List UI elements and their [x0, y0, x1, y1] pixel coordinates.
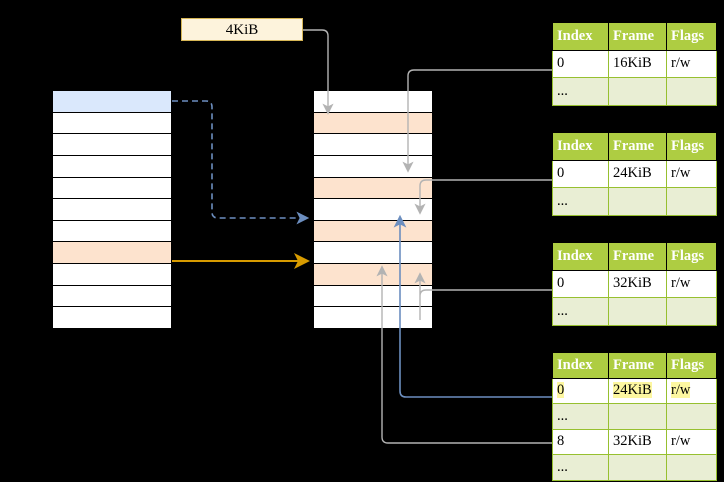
- virtual-page-row-0: [52, 90, 172, 114]
- physical-frame-row-8: [313, 263, 433, 287]
- page-table-4-row-0: 0 24KiB r/w: [552, 377, 717, 404]
- page-table-3-r1-c1: [608, 297, 667, 326]
- highlighted-value: r/w: [671, 382, 691, 399]
- page-table-4-r2-c1: 32KiB: [608, 428, 667, 455]
- page-table-1-header-frame: Frame: [608, 22, 667, 51]
- highlighted-value: 24KiB: [613, 382, 652, 399]
- physical-memory-column: [313, 90, 433, 330]
- page-table-2-r0-c2: r/w: [666, 159, 717, 188]
- page-table-2-header-index: Index: [552, 132, 609, 161]
- virtual-page-row-4: [52, 176, 172, 200]
- page-table-1-header-index: Index: [552, 22, 609, 51]
- page-table-2-r1-c2: [666, 187, 717, 216]
- page-table-4-r3-c0: ...: [552, 454, 609, 481]
- virtual-page-row-6: [52, 219, 172, 243]
- page-table-3-header-flags: Flags: [666, 242, 717, 271]
- page-table-2-row-1: ...: [552, 187, 717, 216]
- page-table-4-r1-c2: [666, 403, 717, 430]
- page-table-3-header-frame: Frame: [608, 242, 667, 271]
- connector-table3-to-frame: [414, 272, 552, 320]
- virtual-page-row-1: [52, 111, 172, 135]
- page-table-2-r1-c1: [608, 187, 667, 216]
- page-table-2-r0-c0: 0: [552, 159, 609, 188]
- page-table-4-r0-c0: 0: [552, 377, 609, 404]
- page-table-1-r0-c2: r/w: [666, 49, 717, 78]
- page-table-4-r3-c2: [666, 454, 717, 481]
- physical-frame-row-4: [313, 176, 433, 200]
- page-table-3-r1-c0: ...: [552, 297, 609, 326]
- physical-frame-row-5: [313, 198, 433, 222]
- page-table-3-header-index: Index: [552, 242, 609, 271]
- page-table-1-r1-c2: [666, 77, 717, 106]
- physical-frame-row-0: [313, 90, 433, 114]
- virtual-page-row-8: [52, 263, 172, 287]
- virtual-page-row-5: [52, 198, 172, 222]
- page-table-4-r1-c0: ...: [552, 403, 609, 430]
- page-table-3-r1-c2: [666, 297, 717, 326]
- virtual-page-row-10: [52, 306, 172, 330]
- page-table-2-r0-c1: 24KiB: [608, 159, 667, 188]
- page-table-3-r0-c1: 32KiB: [608, 269, 667, 298]
- page-table-4-r2-c2: r/w: [666, 428, 717, 455]
- page-table-2-r1-c0: ...: [552, 187, 609, 216]
- page-table-1-header-flags: Flags: [666, 22, 717, 51]
- page-table-3-row-1: ...: [552, 297, 717, 326]
- physical-frame-row-2: [313, 133, 433, 157]
- physical-frame-row-9: [313, 284, 433, 308]
- page-table-2-header-flags: Flags: [666, 132, 717, 161]
- page-table-4-row-1: ...: [552, 403, 717, 430]
- connector-table2-to-frame: [414, 179, 552, 215]
- physical-frame-row-6: [313, 219, 433, 243]
- page-table-3-r0-c0: 0: [552, 269, 609, 298]
- page-table-4-header-index: Index: [552, 352, 609, 379]
- physical-frame-row-10: [313, 306, 433, 330]
- connector-blue-dashed: [172, 100, 310, 225]
- page-table-1-r0-c1: 16KiB: [608, 49, 667, 78]
- page-table-4-r2-c0: 8: [552, 428, 609, 455]
- page-table-1-r1-c1: [608, 77, 667, 106]
- page-size-tag: 4KiB: [181, 18, 303, 41]
- page-table-4-r0-c1: 24KiB: [608, 377, 667, 404]
- page-table-1-r0-c0: 0: [552, 49, 609, 78]
- virtual-page-row-9: [52, 284, 172, 308]
- highlighted-value: 0: [557, 382, 565, 399]
- page-table-4-header-flags: Flags: [666, 352, 717, 379]
- physical-frame-row-1: [313, 111, 433, 135]
- page-table-1-r1-c0: ...: [552, 77, 609, 106]
- virtual-page-row-3: [52, 154, 172, 179]
- physical-frame-row-3: [313, 154, 433, 179]
- page-table-2-header-frame: Frame: [608, 132, 667, 161]
- physical-frame-row-7: [313, 241, 433, 265]
- page-table-1-row-1: ...: [552, 77, 717, 106]
- virtual-page-row-2: [52, 133, 172, 157]
- page-table-4-r0-c2: r/w: [666, 377, 717, 404]
- virtual-address-space-column: [52, 90, 172, 330]
- page-table-4-r1-c1: [608, 403, 667, 430]
- page-table-4-header-frame: Frame: [608, 352, 667, 379]
- page-table-4-r3-c1: [608, 454, 667, 481]
- virtual-page-row-7: [52, 241, 172, 265]
- page-table-3-r0-c2: r/w: [666, 269, 717, 298]
- page-table-4-row-3: ...: [552, 454, 717, 481]
